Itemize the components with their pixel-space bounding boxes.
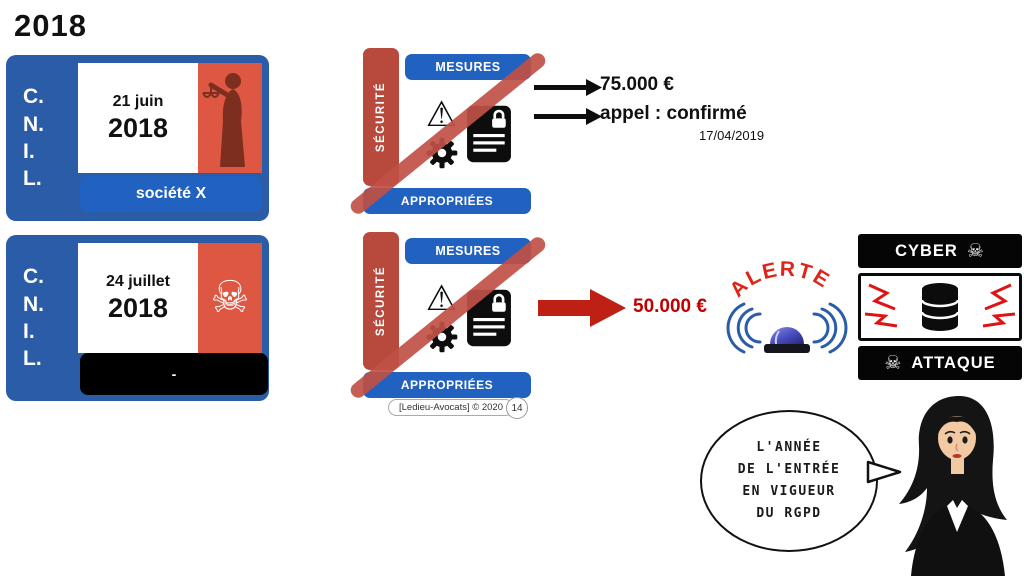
appeal-status: appel : confirmé	[600, 103, 747, 124]
securite-tab: SÉCURITÉ	[363, 232, 399, 370]
alerte-arc-text: ALERTE	[725, 258, 834, 302]
decision-date: 21 juin 2018	[78, 63, 198, 173]
secure-document-icon	[466, 105, 511, 163]
cnil-label: C. N. I. L.	[23, 85, 44, 191]
cnil-card-june-body: 21 juin 2018	[78, 63, 262, 173]
page-title: 2018	[14, 8, 87, 43]
copyright-credit: [Ledieu-Avocats] © 2020	[388, 399, 515, 416]
security-icons: ⚠	[405, 84, 531, 184]
skull-icon: ☠	[210, 272, 250, 323]
alert-siren-graphic: ALERTE	[725, 258, 848, 354]
appropriees-footer: APPROPRIÉES	[363, 188, 531, 214]
decision-date-day: 21 juin	[112, 92, 164, 110]
decision-date-day: 24 juillet	[105, 272, 171, 290]
fine-amount-75000: 75.000 €	[600, 74, 674, 95]
attaque-band: ☠ ATTAQUE	[858, 346, 1022, 380]
cyber-label: CYBER	[895, 241, 958, 260]
sound-waves-icon	[726, 302, 848, 354]
secure-document-icon	[466, 289, 511, 347]
page-number: 14	[506, 397, 528, 419]
database-lightning-icon	[864, 283, 1016, 331]
skull-icon: ☠	[884, 352, 903, 374]
securite-tab-label: SÉCURITÉ	[375, 81, 387, 153]
justice-statue-icon	[202, 73, 245, 167]
security-icons: ⚠	[405, 268, 531, 368]
securite-tab-label: SÉCURITÉ	[375, 265, 387, 337]
decision-date-year: 2018	[107, 292, 169, 323]
skull-icon: ☠	[966, 240, 985, 262]
attaque-label: ATTAQUE	[911, 353, 996, 372]
securite-tab: SÉCURITÉ	[363, 48, 399, 186]
black-arrows	[534, 79, 602, 125]
appropriees-footer: APPROPRIÉES	[363, 372, 531, 398]
decision-date: 24 juillet 2018	[78, 243, 198, 353]
redacted-company-banner: -	[80, 353, 268, 395]
justice-statue-image	[198, 63, 262, 173]
speech-bubble: L'ANNÉE DE L'ENTRÉE EN VIGUEUR DU RGPD	[700, 410, 878, 552]
security-measures-block-1: SÉCURITÉ MESURES ⚠	[347, 48, 549, 217]
cyber-band: CYBER ☠	[858, 234, 1022, 268]
comic-woman-character	[899, 396, 1007, 576]
cnil-card-july: C. N. I. L. 24 juillet 2018 ☠ -	[6, 235, 269, 401]
cnil-card-july-body: 24 juillet 2018 ☠	[78, 243, 262, 353]
mesures-header: MESURES	[405, 238, 531, 264]
speech-bubble-text: L'ANNÉE DE L'ENTRÉE EN VIGUEUR DU RGPD	[737, 439, 841, 522]
cnil-card-june: C. N. I. L. 21 juin 2018 société X	[6, 55, 269, 221]
decision-date-year: 2018	[107, 112, 169, 143]
siren-lamp-icon	[764, 327, 810, 353]
skull-image: ☠	[198, 243, 262, 353]
appeal-date: 17/04/2019	[699, 128, 765, 143]
cnil-label: C. N. I. L.	[23, 265, 44, 371]
red-arrow	[538, 289, 626, 327]
speech-bubble-tail	[866, 460, 902, 484]
fine-amount-50000: 50.000 €	[633, 296, 707, 317]
security-measures-block-2: SÉCURITÉ MESURES ⚠	[347, 232, 549, 401]
cyber-attack-graphic: CYBER ☠	[858, 234, 1022, 380]
database-attack-panel	[858, 273, 1022, 341]
company-banner: société X	[80, 176, 262, 212]
